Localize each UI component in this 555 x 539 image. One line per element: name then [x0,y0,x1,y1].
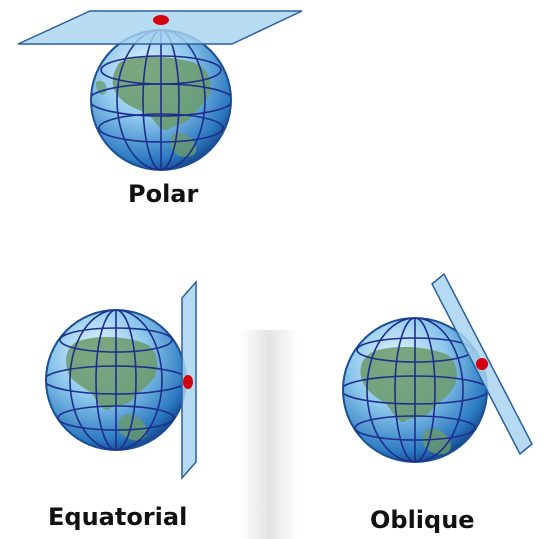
equatorial-tangent-point [183,375,193,389]
oblique-label: Oblique [370,506,475,534]
polar-tangent-point [153,15,169,25]
polar-globe [90,29,232,171]
polar-plane [17,10,303,45]
oblique-graticule [343,318,487,462]
equatorial-label: Equatorial [48,503,188,531]
oblique-globe [342,317,488,463]
background-shade-strip [240,330,298,539]
oblique-tangent-point [476,358,488,370]
equatorial-graticule [46,310,186,450]
polar-graticule [91,30,231,170]
polar-label: Polar [128,180,199,208]
equatorial-globe [45,309,187,451]
